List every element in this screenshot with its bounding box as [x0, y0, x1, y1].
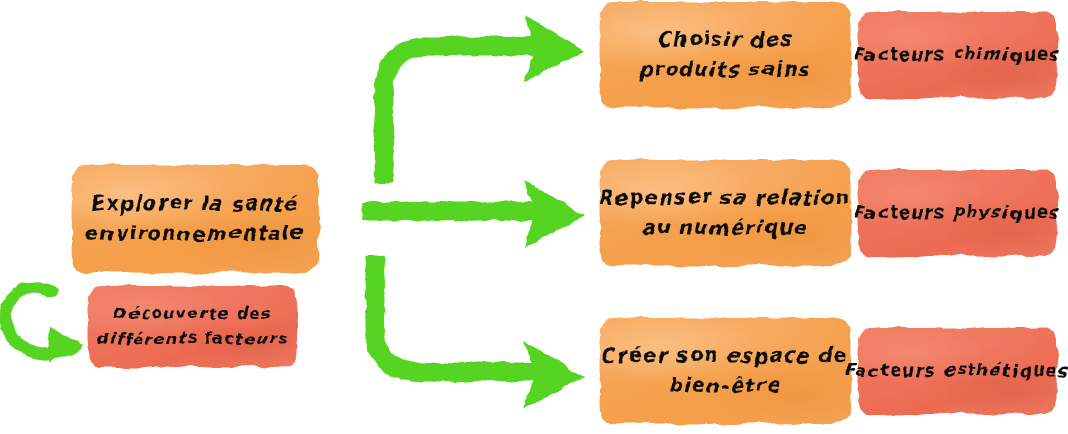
node-main-line-1: Explorer la santé	[91, 191, 300, 215]
node-aesthetic[interactable]: Facteurs esthétiques	[845, 328, 1068, 414]
node-physical[interactable]: Facteurs physiques	[854, 170, 1059, 256]
node-wellbeing[interactable]: Créer son espace de bien-être	[600, 318, 851, 424]
node-chemical[interactable]: Facteurs chimiques	[854, 12, 1060, 98]
node-discovery[interactable]: Découverte des différents facteurs	[88, 286, 298, 367]
node-wellbeing-line-1: Créer son espace de	[602, 343, 849, 367]
node-digital-line-2: au numérique	[642, 216, 809, 239]
node-digital-line-1: Repenser sa relation	[599, 185, 852, 209]
arrow-loop-discovery-icon	[0, 281, 84, 362]
arrow-branch-down-icon	[365, 256, 585, 408]
arrow-branch-straight-icon	[362, 180, 585, 247]
node-main-line-2: environnementale	[85, 222, 306, 245]
node-products-line-1: Choisir des	[658, 27, 793, 51]
arrow-branch-up-icon	[374, 15, 585, 183]
node-digital[interactable]: Repenser sa relation au numérique	[600, 160, 851, 266]
node-discovery-line-2: différents facteurs	[97, 328, 289, 348]
node-physical-label: Facteurs physiques	[854, 202, 1061, 223]
node-aesthetic-label: Facteurs esthétiques	[845, 360, 1068, 381]
node-products[interactable]: Choisir des produits sains	[600, 2, 851, 108]
node-wellbeing-line-2: bien-être	[669, 374, 782, 397]
node-products-line-2: produits sains	[639, 58, 812, 81]
node-discovery-line-1: Découverte des	[114, 303, 272, 323]
node-chemical-label: Facteurs chimiques	[854, 44, 1061, 65]
node-main[interactable]: Explorer la santé environnementale	[72, 165, 319, 273]
